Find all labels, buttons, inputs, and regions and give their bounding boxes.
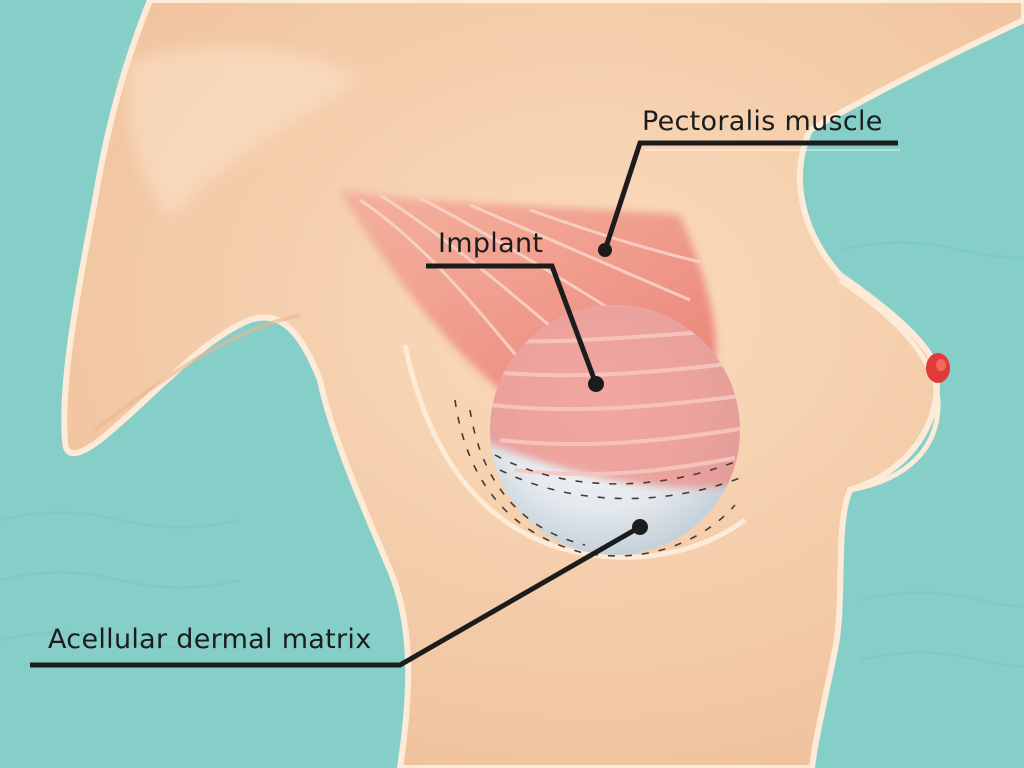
nipple xyxy=(926,353,950,383)
implant xyxy=(490,305,740,555)
leader-adm xyxy=(30,519,648,668)
breast-contour xyxy=(838,277,941,493)
pectoralis-marker-dot xyxy=(598,243,612,257)
label-pectoralis-muscle: Pectoralis muscle xyxy=(642,106,883,137)
implant-marker-dot xyxy=(588,376,604,392)
background-wave-pattern xyxy=(0,241,1024,669)
label-acellular-dermal-matrix: Acellular dermal matrix xyxy=(48,624,372,655)
leader-pectoralis xyxy=(598,140,900,257)
leader-implant xyxy=(426,263,604,392)
label-implant: Implant xyxy=(438,228,544,259)
acellular-dermal-matrix xyxy=(454,399,741,557)
adm-marker-dot xyxy=(632,519,648,535)
